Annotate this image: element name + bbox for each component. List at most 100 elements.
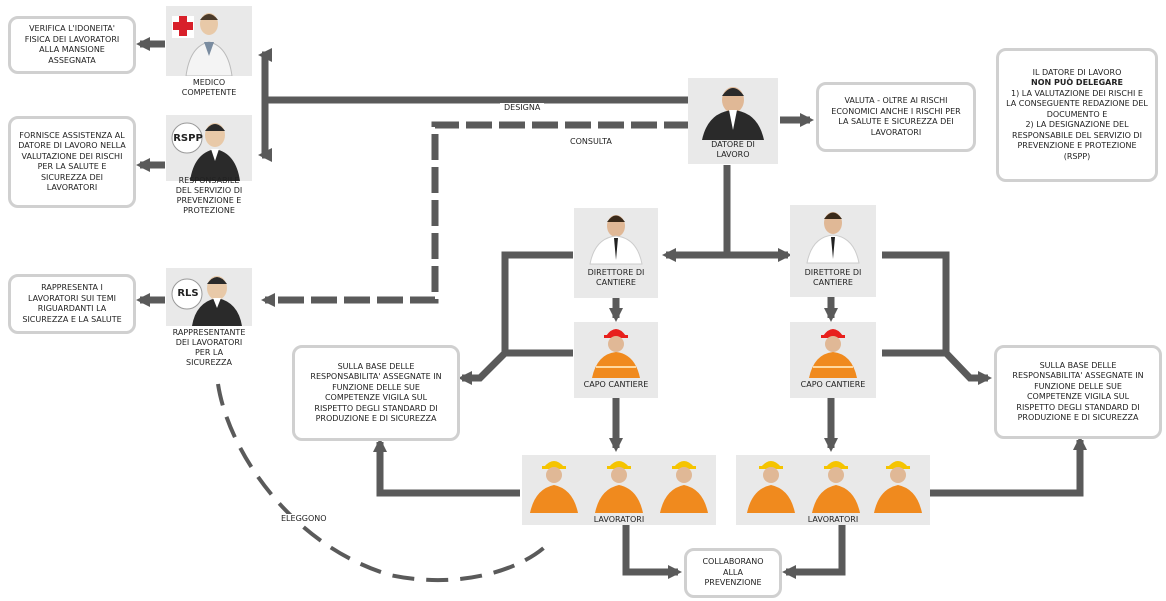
- site-director-icon: [589, 215, 643, 265]
- rappresenta-line-3: RIGUARDANTI LA: [37, 304, 107, 313]
- rspp-person-icon: [171, 122, 240, 181]
- lavoratori-left-to-collaborano: [622, 525, 682, 579]
- vigila-right-line-2: RESPONSABILITA' ASSEGNATE IN: [1012, 371, 1144, 380]
- rspp-caption-line-3: PREVENZIONE E: [176, 196, 242, 205]
- lavoratori-left-figure: LAVORATORI: [522, 455, 716, 525]
- rspp-caption: RESPONSABILE DEL SERVIZIO DI PREVENZIONE…: [164, 176, 254, 216]
- vigila-right-line-6: PRODUZIONE E DI SICUREZZA: [1017, 413, 1139, 422]
- collaborano-box: COLLABORANO ALLA PREVENZIONE: [684, 548, 782, 598]
- datore-caption: DATORE DI LAVORO: [688, 140, 778, 160]
- capo-right-caption: CAPO CANTIERE: [800, 380, 866, 389]
- non-delegare-line-6: 2) LA DESIGNAZIONE DEL: [1025, 120, 1129, 130]
- non-delegare-line-2: NON PUÒ DELEGARE: [1031, 78, 1123, 88]
- fornisce-line-1: FORNISCE ASSISTENZA AL: [19, 130, 125, 140]
- verifica-line-4: ASSEGNATA: [48, 55, 96, 65]
- consulta-label: CONSULTA: [566, 137, 616, 146]
- fornisce-line-5: SICUREZZA DEI: [40, 172, 104, 182]
- rappresenta-line-1: RAPPRESENTA I: [41, 283, 103, 292]
- lavoratori-right-caption: LAVORATORI: [807, 515, 859, 524]
- valuta-line-3: LA SALUTE E SICUREZZA DEI: [838, 117, 954, 126]
- rls-caption-line-1: RAPPRESENTANTE: [172, 328, 246, 337]
- consulta-line: [261, 121, 690, 307]
- workers-icon: [747, 461, 922, 513]
- collaborano-line-1: COLLABORANO: [702, 557, 764, 567]
- collaborano-line-3: PREVENZIONE: [704, 578, 762, 588]
- vigila-left-line-6: PRODUZIONE E DI SICUREZZA: [315, 414, 437, 423]
- capo-right-to-vigila: [882, 349, 992, 385]
- vigila-left-line-2: RESPONSABILITA' ASSEGNATE IN: [310, 372, 442, 381]
- lavoratori-right-to-collaborano: [782, 525, 846, 579]
- eleggono-label: ELEGGONO: [277, 514, 331, 523]
- rspp-figure: RSPP: [166, 115, 252, 181]
- direttore-right-to-vigila: [882, 251, 950, 353]
- vigila-left-line-5: RISPETTO DEGLI STANDARD DI: [314, 403, 438, 413]
- collaborano-line-2: ALLA: [722, 567, 744, 577]
- site-director-icon: [806, 212, 860, 264]
- vigila-left-line-3: FUNZIONE DELLE SUE: [332, 382, 420, 392]
- datore-caption-line-1: DATORE DI: [711, 140, 755, 149]
- verifica-line-2: FISICA DEI LAVORATORI: [24, 34, 120, 44]
- rspp-badge: RSPP: [173, 133, 203, 144]
- vigila-right-line-1: SULLA BASE DELLE: [1039, 360, 1117, 370]
- designa-to-medico-arrow: [258, 48, 272, 100]
- vigila-left-line-4: COMPETENZE VIGILA SUL: [324, 393, 428, 402]
- rls-caption: RAPPRESENTANTE DEI LAVORATORI PER LA SIC…: [160, 328, 258, 368]
- lavoratori-right-to-vigila: [930, 436, 1087, 497]
- non-delegare-line-1: IL DATORE DI LAVORO: [1032, 67, 1122, 77]
- direttore-left-caption: DIRETTORE DI CANTIERE: [574, 268, 658, 288]
- rls-caption-line-4: SICUREZZA: [186, 358, 232, 367]
- vigila-left-box: SULLA BASE DELLE RESPONSABILITA' ASSEGNA…: [292, 345, 460, 441]
- datore-figure: DATORE DI LAVORO: [688, 78, 778, 164]
- foreman-icon: [809, 329, 857, 378]
- rspp-caption-line-4: PROTEZIONE: [183, 206, 235, 215]
- rls-person-icon: [171, 276, 242, 326]
- vigila-left-line-1: SULLA BASE DELLE: [337, 361, 415, 371]
- non-delegare-line-8: PREVENZIONE E PROTEZIONE: [1017, 141, 1137, 151]
- foreman-icon: [592, 329, 640, 378]
- rls-caption-line-2: DEI LAVORATORI: [175, 338, 243, 347]
- non-delegare-line-4: LA CONSEGUENTE REDAZIONE DEL: [1006, 99, 1148, 109]
- rappresenta-box: RAPPRESENTA I LAVORATORI SUI TEMI RIGUAR…: [8, 274, 136, 334]
- vigila-right-line-3: FUNZIONE DELLE SUE: [1034, 381, 1122, 391]
- rls-badge: RLS: [177, 288, 199, 299]
- direttore-left-caption-line-1: DIRETTORE DI: [587, 268, 645, 277]
- employer-icon: [702, 87, 764, 140]
- medico-figure: [166, 6, 252, 76]
- vigila-right-line-5: RISPETTO DEGLI STANDARD DI: [1016, 402, 1140, 412]
- valuta-line-2: ECONOMICI ANCHE I RISCHI PER: [831, 106, 961, 116]
- datore-caption-line-2: LAVORO: [716, 150, 750, 159]
- valuta-box: VALUTA - OLTRE AI RISCHI ECONOMICI ANCHE…: [816, 82, 976, 152]
- lavoratori-left-caption: LAVORATORI: [593, 515, 645, 524]
- lavoratori-right-figure: LAVORATORI: [736, 455, 930, 525]
- direttore-right-caption: DIRETTORE DI CANTIERE: [790, 268, 876, 288]
- capo-right-figure: CAPO CANTIERE: [790, 322, 876, 398]
- fornisce-line-4: PER LA SALUTE E: [37, 162, 107, 171]
- workers-icon: [530, 461, 708, 513]
- vigila-right-line-4: COMPETENZE VIGILA SUL: [1026, 392, 1130, 401]
- valuta-line-1: VALUTA - OLTRE AI RISCHI: [844, 96, 948, 105]
- rls-figure: RLS: [166, 268, 252, 326]
- non-delegare-box: IL DATORE DI LAVORO NON PUÒ DELEGARE 1) …: [996, 48, 1158, 182]
- fornisce-line-2: DATORE DI LAVORO NELLA: [18, 141, 126, 150]
- lavoratori-left-to-vigila: [373, 438, 520, 497]
- capo-left-to-vigila: [458, 349, 573, 385]
- medico-caption-line-2: COMPETENTE: [181, 88, 237, 97]
- designa-label: DESIGNA: [500, 103, 545, 112]
- rls-caption-line-3: PER LA: [194, 348, 224, 357]
- fornisce-line-3: VALUTAZIONE DEI RISCHI: [21, 151, 123, 161]
- direttore-left-figure: DIRETTORE DI CANTIERE: [574, 208, 658, 298]
- non-delegare-line-5: DOCUMENTO E: [1046, 109, 1108, 119]
- non-delegare-line-9: (RSPP): [1063, 151, 1091, 161]
- direttore-right-caption-line-1: DIRETTORE DI: [804, 268, 862, 277]
- rspp-caption-line-1: RESPONSABILE: [178, 176, 240, 185]
- direttore-right-caption-line-2: CANTIERE: [813, 278, 853, 287]
- medico-caption-line-1: MEDICO: [192, 78, 226, 87]
- eleggono-curve: [216, 383, 554, 583]
- capo-left-figure: CAPO CANTIERE: [574, 322, 658, 398]
- doctor-icon: [172, 13, 233, 76]
- non-delegare-line-7: RESPONSABILE DEL SERVIZIO DI: [1012, 130, 1142, 140]
- medico-caption: MEDICO COMPETENTE: [166, 78, 252, 98]
- direttore-left-caption-line-2: CANTIERE: [596, 278, 636, 287]
- direttore-right-figure: DIRETTORE DI CANTIERE: [790, 205, 876, 297]
